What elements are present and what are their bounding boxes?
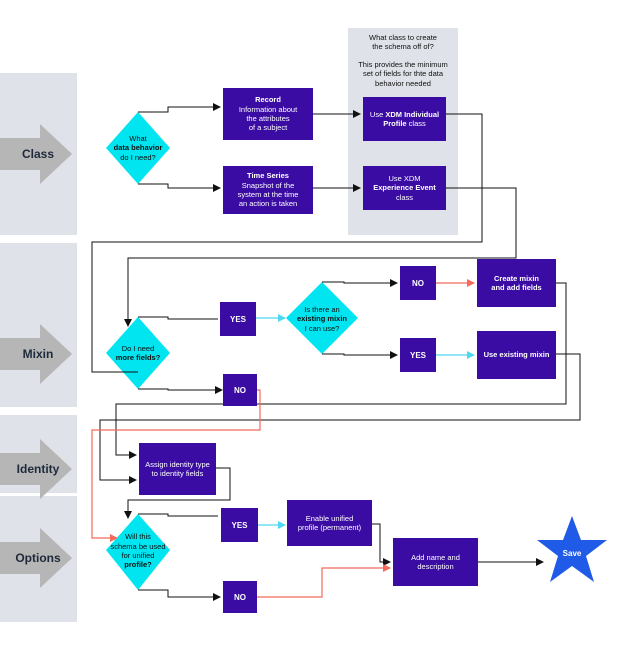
class-panel-line5: behavior needed <box>375 78 431 88</box>
class-panel-line3: This provides the minimum <box>358 59 448 69</box>
identity-box: Assign identity type to identity fields <box>139 443 216 495</box>
xdm-profile-box: Use XDM Individual Profile class <box>363 97 446 141</box>
conn-unified-name <box>372 523 391 566</box>
lane-label-options: Options <box>15 551 61 565</box>
conn-fields-yes <box>138 316 218 320</box>
lane-arrow-mixin <box>0 324 72 384</box>
connectors <box>91 103 581 601</box>
unified-box: Enable unified profile (permanent) <box>287 500 372 546</box>
timeseries-box: Time Series Snapshot of the system at th… <box>223 166 313 214</box>
decision-existing-mixin-diamond <box>286 282 358 354</box>
record-box: Record Information about the attributes … <box>223 88 313 140</box>
answer-yes-unified: YES <box>221 508 258 542</box>
lane-label-class: Class <box>21 147 55 161</box>
answer-yes-existing: YES <box>400 338 436 372</box>
conn-identity-unified <box>124 467 231 519</box>
conn-existing-yes <box>322 351 398 359</box>
lane-arrow-identity <box>0 439 72 499</box>
save-star <box>537 516 607 582</box>
class-panel-line4: set of fields for thte data <box>362 69 444 79</box>
yes-connectors <box>256 314 475 529</box>
decision-fields-diamond <box>106 317 170 389</box>
xdm-event-box: Use XDM Experience Event class <box>363 166 446 210</box>
save-label: Save <box>562 549 582 558</box>
decision-behavior-diamond <box>106 112 170 184</box>
class-panel-line2: the schema off of? <box>372 42 434 52</box>
conn-use-mixin-identity <box>99 353 581 484</box>
decision-unified-text: Will this schema be used for unified pro… <box>110 532 166 570</box>
lane-mixin-bg <box>0 243 77 407</box>
answer-yes-fields: YES <box>220 302 256 336</box>
conn-unified-yes <box>138 513 218 517</box>
lane-arrow-class <box>0 124 72 184</box>
conn-no-unified-name <box>257 564 391 598</box>
answer-no-existing: NO <box>400 266 436 300</box>
conn-behavior-timeseries <box>138 183 221 192</box>
decision-unified-diamond <box>106 514 170 590</box>
conn-unified-no <box>138 589 221 601</box>
conn-existing-no <box>322 279 398 287</box>
answer-no-unified: NO <box>223 581 257 613</box>
decision-existing-mixin-text: Is there an existing mixin I can use? <box>296 304 347 333</box>
conn-xdm-profile-fields <box>91 113 483 373</box>
class-panel-note: What class to create the schema off of? … <box>352 33 454 88</box>
decision-behavior-text: What data behavior do I need? <box>113 133 163 162</box>
lane-arrow-options <box>0 528 72 588</box>
lane-label-identity: Identity <box>16 462 60 476</box>
lane-label-mixin: Mixin <box>22 347 54 361</box>
conn-no-fields-skip <box>91 389 261 542</box>
conn-create-mixin-identity <box>115 282 567 459</box>
decision-fields-text: Do I need more fields? <box>115 343 161 362</box>
name-box: Add name and description <box>393 538 478 586</box>
create-mixin-box: Create mixin and add fields <box>477 259 556 307</box>
conn-xdm-event-fields <box>124 187 517 327</box>
conn-behavior-record <box>138 103 221 113</box>
answer-no-fields: NO <box>223 374 257 406</box>
no-connectors <box>91 279 475 598</box>
use-mixin-box: Use existing mixin <box>477 331 556 379</box>
class-panel-line1: What class to create <box>369 33 437 42</box>
conn-fields-no <box>138 386 223 394</box>
